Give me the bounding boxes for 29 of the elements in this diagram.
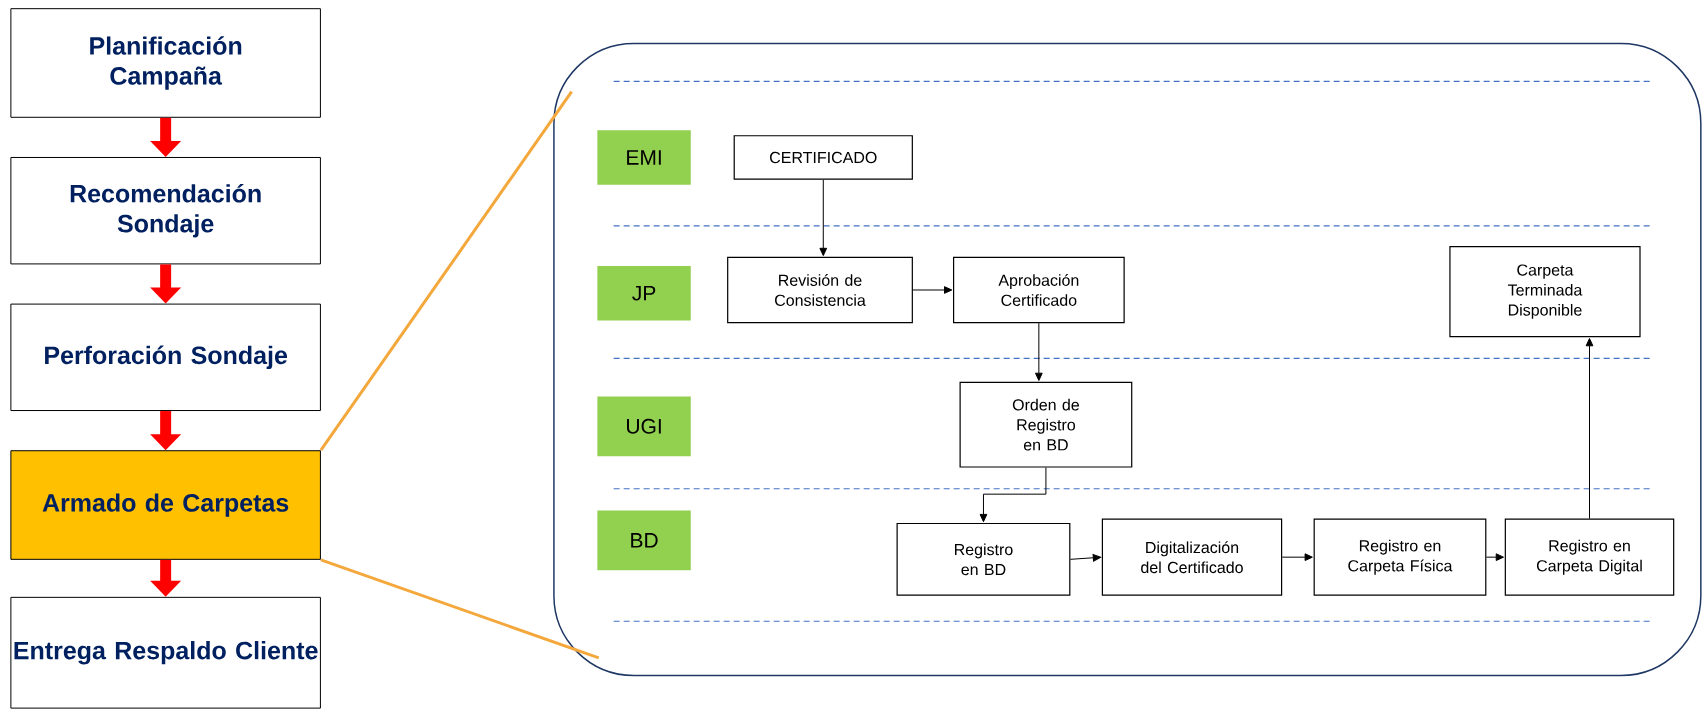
stage-box: Perforación Sondaje bbox=[10, 303, 321, 412]
process-box: CERTIFICADO bbox=[733, 135, 913, 180]
arrow bbox=[1035, 322, 1043, 381]
process-box: Registro en Carpeta Física bbox=[1313, 518, 1487, 596]
process-box: Revisión de Consistencia bbox=[727, 256, 913, 324]
lane-label: EMI bbox=[597, 130, 691, 185]
process-box: Orden de Registro en BD bbox=[959, 381, 1133, 468]
stage-box: Recomendación Sondaje bbox=[10, 157, 321, 265]
arrow bbox=[912, 286, 953, 294]
arrow bbox=[1485, 553, 1504, 561]
lane-label: UGI bbox=[597, 396, 691, 457]
zoom-line bbox=[320, 558, 600, 660]
arrow bbox=[819, 179, 828, 257]
lane-label: BD bbox=[597, 510, 691, 571]
process-box: Registro en Carpeta Digital bbox=[1504, 518, 1675, 596]
arrow bbox=[979, 467, 1047, 523]
lane-label: JP bbox=[597, 266, 691, 321]
zoom-panel bbox=[553, 42, 1702, 677]
arrow bbox=[1281, 553, 1313, 561]
zoom-line bbox=[319, 90, 573, 452]
stage-box: Planificación Campaña bbox=[10, 8, 321, 118]
process-box: Digitalización del Certificado bbox=[1101, 518, 1283, 596]
stage-box: Armado de Carpetas bbox=[10, 450, 321, 560]
stage-box: Entrega Respaldo Cliente bbox=[10, 596, 321, 709]
process-box: Carpeta Terminada Disponible bbox=[1449, 245, 1641, 338]
process-box: Aprobación Certificado bbox=[953, 256, 1125, 324]
arrow bbox=[1069, 553, 1102, 562]
process-box: Registro en BD bbox=[896, 522, 1071, 596]
arrow bbox=[1585, 338, 1594, 520]
